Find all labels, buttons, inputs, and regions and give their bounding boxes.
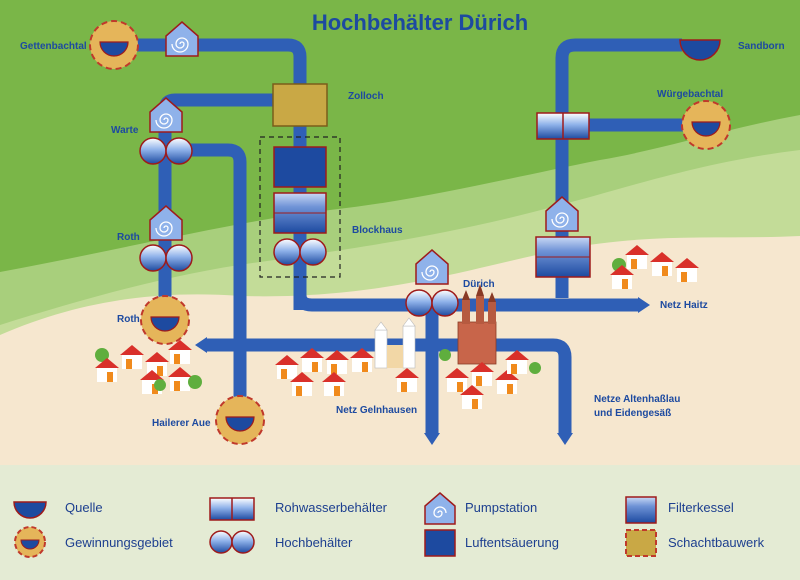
- luftentsaeuerung-icon: [424, 529, 456, 557]
- spiral-icon: [551, 212, 569, 228]
- svg-text:Luftentsäuerung: Luftentsäuerung: [465, 535, 559, 550]
- label-roth-upper: Roth: [117, 232, 140, 243]
- label-netz-haitz: Netz Haitz: [660, 300, 708, 311]
- quelle-icon: [13, 501, 47, 519]
- blockhaus-frame: [259, 136, 341, 278]
- svg-text:Hochbehälter: Hochbehälter: [275, 535, 353, 550]
- pumpstation-icon: [424, 492, 456, 525]
- pipe-gettenbachtal-zolloch: [130, 38, 307, 310]
- blockhaus-luftentsaeuerung: [273, 146, 327, 188]
- gewinnungsgebiet-hailerer-aue: [215, 395, 265, 445]
- label-blockhaus: Blockhaus: [352, 225, 403, 236]
- label-gettenbachtal: Gettenbachtal: [20, 41, 87, 52]
- svg-text:Schachtbauwerk: Schachtbauwerk: [668, 535, 765, 550]
- spiral-icon: [433, 506, 447, 518]
- legend-item-luftentsaeuerung: Luftentsäuerung: [424, 529, 559, 557]
- filterkessel-right: [535, 236, 591, 278]
- legend-item-filterkessel: Filterkessel: [625, 496, 734, 524]
- houses-roth: [95, 340, 202, 394]
- legend-item-gewinnungsgebiet: Gewinnungsgebiet: [14, 526, 173, 558]
- legend-background: [0, 465, 800, 580]
- blockhaus-plant: [273, 146, 327, 234]
- label-duerich: Dürich: [463, 279, 495, 290]
- rohwasserbehaelter-wuergebachtal: [536, 112, 590, 140]
- pipe-to-altenhasslau: [432, 338, 572, 435]
- pumpstation-roth: [149, 205, 183, 241]
- legend-item-quelle: Quelle: [13, 500, 103, 519]
- label-warte: Warte: [111, 125, 139, 136]
- gewinnungsgebiet-roth: [140, 295, 190, 345]
- zolloch-shaft: [272, 83, 328, 127]
- label-sandborn: Sandborn: [738, 41, 785, 52]
- label-netze-altenhasslau-1: Netze Altenhaßlau: [594, 394, 680, 405]
- pumpstation-duerich: [415, 249, 449, 285]
- gewinnungsgebiet-wuergebachtal: [681, 100, 731, 150]
- arrow-duerich-down: [424, 433, 440, 445]
- pumpstation-warte: [149, 97, 183, 133]
- svg-text:Pumpstation: Pumpstation: [465, 500, 537, 515]
- legend-item-rohwasserbehaelter: Rohwasserbehälter: [209, 497, 388, 521]
- red-church: [457, 284, 497, 365]
- legend: Quelle Gewinnungsgebiet Rohwasserbehälte…: [13, 492, 765, 558]
- pumpstations: [149, 21, 579, 285]
- houses-altenhasslau: [445, 350, 541, 409]
- legend-item-schachtbauwerk: Schachtbauwerk: [625, 529, 765, 557]
- hochbehaelter-warte: [139, 137, 193, 165]
- label-roth-lower: Roth: [117, 314, 140, 325]
- svg-text:Filterkessel: Filterkessel: [668, 500, 734, 515]
- filterkessel-icon: [625, 496, 657, 524]
- arrow-altenhasslau: [557, 433, 573, 445]
- pumpstation-right: [545, 196, 579, 232]
- hochbehaelter-set: [139, 137, 459, 317]
- hochbehaelter-blockhaus: [273, 238, 327, 266]
- svg-text:Gewinnungsgebiet: Gewinnungsgebiet: [65, 535, 173, 550]
- arrow-netz-gelnhausen: [195, 337, 207, 353]
- white-church: [374, 317, 416, 369]
- legend-item-hochbehaelter: Hochbehälter: [209, 530, 353, 554]
- schachtbauwerk-icon: [625, 529, 657, 557]
- spiral-icon: [155, 221, 173, 237]
- label-hailerer-aue: Hailerer Aue: [152, 418, 211, 429]
- gewinnungsgebiet-gettenbachtal: [89, 20, 139, 70]
- pumpstation-gettenbachtal: [165, 21, 199, 57]
- pipe-warte-hailerer: [190, 143, 247, 425]
- pipe-sandborn-filter: [555, 38, 682, 298]
- hochbehaelter-duerich: [405, 289, 459, 317]
- label-netz-gelnhausen: Netz Gelnhausen: [336, 405, 417, 416]
- quelle-sandborn: [679, 39, 721, 61]
- upper-green-hills: [0, 0, 800, 272]
- label-netze-altenhasslau-2: und Eidengesäß: [594, 408, 671, 419]
- spiral-icon: [155, 113, 173, 129]
- houses-gelnhausen: [275, 317, 451, 396]
- arrow-netz-haitz: [638, 297, 650, 313]
- houses-haitz: [610, 245, 699, 289]
- spiral-icon: [171, 37, 189, 53]
- map-labels: Gettenbachtal Sandborn Zolloch Würgebach…: [20, 41, 785, 429]
- diagram-title: Hochbehälter Dürich: [312, 10, 528, 35]
- label-wuergebachtal: Würgebachtal: [657, 89, 723, 100]
- svg-text:Quelle: Quelle: [65, 500, 103, 515]
- pipe-blockhaus-duerich: [293, 294, 640, 312]
- spiral-icon: [421, 265, 439, 281]
- hochbehaelter-roth: [139, 244, 193, 272]
- hochbehaelter-icon: [209, 530, 233, 554]
- gewinnungsgebiete: [89, 20, 731, 445]
- legend-item-pumpstation: Pumpstation: [424, 492, 537, 525]
- label-zolloch: Zolloch: [348, 91, 384, 102]
- svg-text:Rohwasserbehälter: Rohwasserbehälter: [275, 500, 388, 515]
